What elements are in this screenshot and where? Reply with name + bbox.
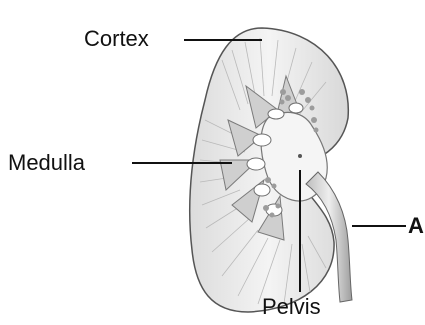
medulla-label: Medulla [8,152,85,174]
ureter-label: A [408,215,424,237]
cortex-label: Cortex [84,28,149,50]
pelvis-label: Pelvis [262,296,321,318]
